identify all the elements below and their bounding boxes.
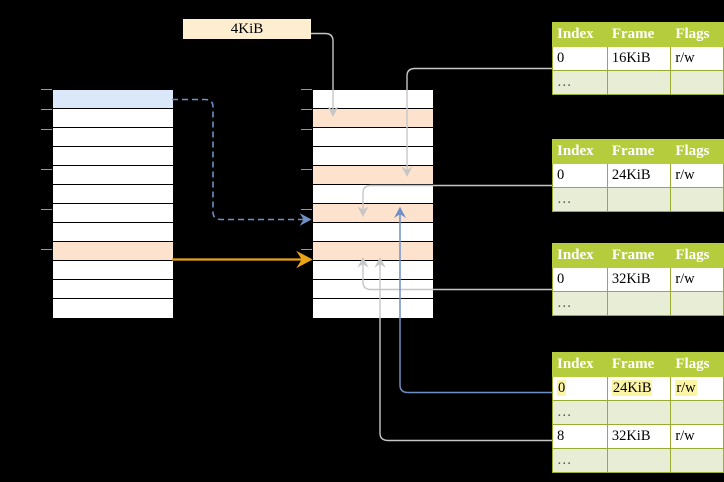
- header-index: Index: [552, 139, 608, 164]
- left-column-ticks: [41, 89, 52, 250]
- cell-index[interactable]: 0: [552, 46, 608, 71]
- memory-row[interactable]: [53, 280, 173, 299]
- table-header-row: Index Frame Flags: [552, 243, 724, 268]
- memory-row[interactable]: [53, 90, 173, 109]
- page-table-3: Index Frame Flags 0 32KiB r/w …: [552, 243, 724, 316]
- table-row[interactable]: …: [552, 400, 724, 425]
- memory-row[interactable]: [313, 204, 433, 223]
- header-flags: Flags: [670, 243, 724, 268]
- header-index: Index: [552, 243, 608, 268]
- cell-frame[interactable]: [606, 448, 672, 473]
- memory-row[interactable]: [53, 185, 173, 204]
- size-label-text: 4KiB: [230, 20, 264, 37]
- memory-row[interactable]: [53, 166, 173, 185]
- table-header-row: Index Frame Flags: [552, 139, 724, 164]
- memory-row[interactable]: [53, 299, 173, 318]
- table-row[interactable]: …: [552, 291, 724, 316]
- memory-row[interactable]: [53, 128, 173, 147]
- memory-row[interactable]: [313, 166, 433, 185]
- middle-column-ticks: [301, 89, 312, 250]
- cell-index[interactable]: …: [552, 400, 608, 425]
- memory-row[interactable]: [53, 204, 173, 223]
- cell-frame[interactable]: [606, 187, 672, 212]
- cell-flags[interactable]: [670, 187, 724, 212]
- cell-flags[interactable]: r/w: [670, 267, 724, 292]
- memory-row[interactable]: [313, 261, 433, 280]
- cell-flags[interactable]: [670, 448, 724, 473]
- cell-index[interactable]: 8: [552, 424, 608, 449]
- page-table-2: Index Frame Flags 0 24KiB r/w …: [552, 139, 724, 212]
- cell-frame[interactable]: 32KiB: [606, 424, 672, 449]
- memory-row[interactable]: [313, 280, 433, 299]
- cell-flags[interactable]: r/w: [670, 376, 724, 401]
- memory-row[interactable]: [53, 109, 173, 128]
- header-flags: Flags: [670, 352, 724, 377]
- virtual-address-space-column: [52, 89, 174, 331]
- table-row[interactable]: 0 24KiB r/w: [552, 376, 724, 401]
- header-frame: Frame: [606, 243, 672, 268]
- table-row[interactable]: 0 24KiB r/w: [552, 163, 724, 188]
- table-row[interactable]: …: [552, 187, 724, 212]
- cell-index-value: 0: [557, 380, 567, 396]
- memory-row[interactable]: [53, 261, 173, 280]
- cell-frame-value: 24KiB: [611, 380, 653, 396]
- table-row[interactable]: 8 32KiB r/w: [552, 424, 724, 449]
- page-table-4: Index Frame Flags 0 24KiB r/w … 8 32KiB …: [552, 352, 724, 473]
- memory-row[interactable]: [313, 147, 433, 166]
- memory-row[interactable]: [313, 90, 433, 109]
- table-row[interactable]: 0 16KiB r/w: [552, 46, 724, 71]
- cell-index[interactable]: 0: [552, 163, 608, 188]
- header-index: Index: [552, 352, 608, 377]
- table-row[interactable]: …: [552, 448, 724, 473]
- header-flags: Flags: [670, 22, 724, 47]
- virtual-page-mapping-dashed: [172, 98, 312, 226]
- table-row[interactable]: 0 32KiB r/w: [552, 267, 724, 292]
- header-frame: Frame: [606, 139, 672, 164]
- table-row[interactable]: …: [552, 70, 724, 95]
- cell-index[interactable]: 0: [552, 267, 608, 292]
- cell-index[interactable]: …: [552, 187, 608, 212]
- cell-frame[interactable]: 24KiB: [606, 376, 672, 401]
- memory-row[interactable]: [313, 299, 433, 318]
- memory-row[interactable]: [313, 128, 433, 147]
- physical-memory-column: [312, 89, 434, 331]
- cell-frame[interactable]: 16KiB: [606, 46, 672, 71]
- header-frame: Frame: [606, 352, 672, 377]
- cell-flags[interactable]: [670, 291, 724, 316]
- cell-flags-value: r/w: [675, 380, 697, 396]
- header-frame: Frame: [606, 22, 672, 47]
- cell-flags[interactable]: r/w: [670, 46, 724, 71]
- memory-row[interactable]: [53, 147, 173, 166]
- table-header-row: Index Frame Flags: [552, 22, 724, 47]
- cell-flags[interactable]: r/w: [670, 424, 724, 449]
- cell-flags[interactable]: r/w: [670, 163, 724, 188]
- memory-row[interactable]: [313, 185, 433, 204]
- cell-index[interactable]: …: [552, 448, 608, 473]
- memory-row[interactable]: [313, 109, 433, 128]
- cell-frame[interactable]: [606, 291, 672, 316]
- memory-row[interactable]: [53, 242, 173, 261]
- cell-frame[interactable]: 32KiB: [606, 267, 672, 292]
- cell-flags[interactable]: [670, 400, 724, 425]
- cell-frame[interactable]: [606, 70, 672, 95]
- cell-frame[interactable]: [606, 400, 672, 425]
- cell-frame[interactable]: 24KiB: [606, 163, 672, 188]
- cell-flags[interactable]: [670, 70, 724, 95]
- header-index: Index: [552, 22, 608, 47]
- page-table-1: Index Frame Flags 0 16KiB r/w …: [552, 22, 724, 95]
- table-header-row: Index Frame Flags: [552, 352, 724, 377]
- cell-index[interactable]: …: [552, 70, 608, 95]
- size-label-4kib: 4KiB: [183, 19, 311, 39]
- cell-index[interactable]: 0: [552, 376, 608, 401]
- cell-index[interactable]: …: [552, 291, 608, 316]
- memory-row[interactable]: [313, 223, 433, 242]
- header-flags: Flags: [670, 139, 724, 164]
- memory-row[interactable]: [53, 223, 173, 242]
- memory-row[interactable]: [313, 242, 433, 261]
